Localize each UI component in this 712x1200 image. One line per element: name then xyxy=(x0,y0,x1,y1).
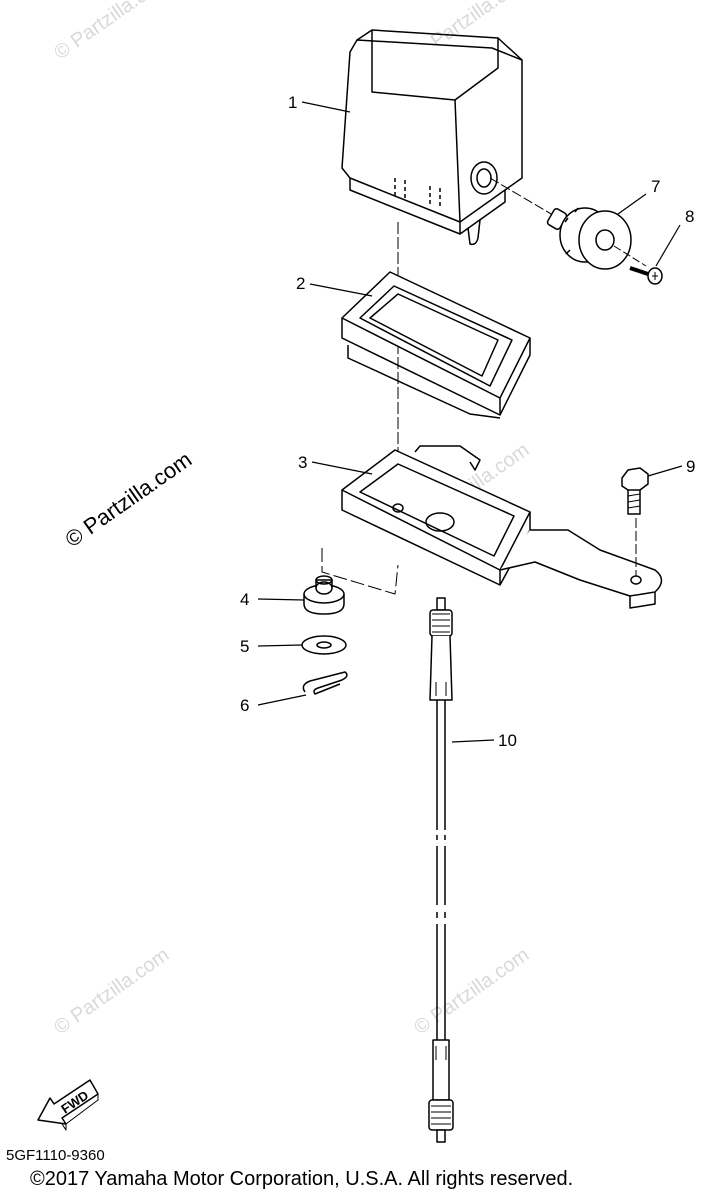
part-label: 5 xyxy=(240,637,249,656)
reset-knob xyxy=(546,207,647,270)
part-label: 2 xyxy=(296,274,305,293)
part-label: 8 xyxy=(685,207,694,226)
bracket-bolt xyxy=(621,467,649,515)
leader-lines xyxy=(257,101,683,743)
part-labels: 1 2 3 4 5 6 7 8 9 10 xyxy=(240,93,695,750)
speedometer-cable xyxy=(428,597,454,1143)
part-label: 1 xyxy=(288,93,297,112)
forward-arrow-icon xyxy=(37,1079,99,1131)
part-label: 7 xyxy=(651,177,660,196)
part-label: 10 xyxy=(498,731,517,750)
part-label: 6 xyxy=(240,696,249,715)
meter-housing xyxy=(341,29,559,500)
rubber-cushion xyxy=(341,271,531,419)
washer xyxy=(301,635,347,655)
clip xyxy=(302,671,348,695)
watermark-faint: © Partzilla.com xyxy=(410,944,533,1039)
part-label: 3 xyxy=(298,453,307,472)
copyright-notice: ©2017 Yamaha Motor Corporation, U.S.A. A… xyxy=(30,1168,574,1190)
diagram-code: 5GF1110-9360 xyxy=(6,1147,105,1164)
grommet xyxy=(303,575,345,615)
watermark-faint: © Partzilla.com xyxy=(50,944,173,1039)
watermark-faint: © Partzilla.com xyxy=(50,0,173,64)
small-screw xyxy=(629,266,663,285)
part-label: 4 xyxy=(240,590,249,609)
meter-bracket xyxy=(321,445,663,609)
watermark-main: © Partzilla.com xyxy=(61,447,197,553)
part-label: 9 xyxy=(686,457,695,476)
